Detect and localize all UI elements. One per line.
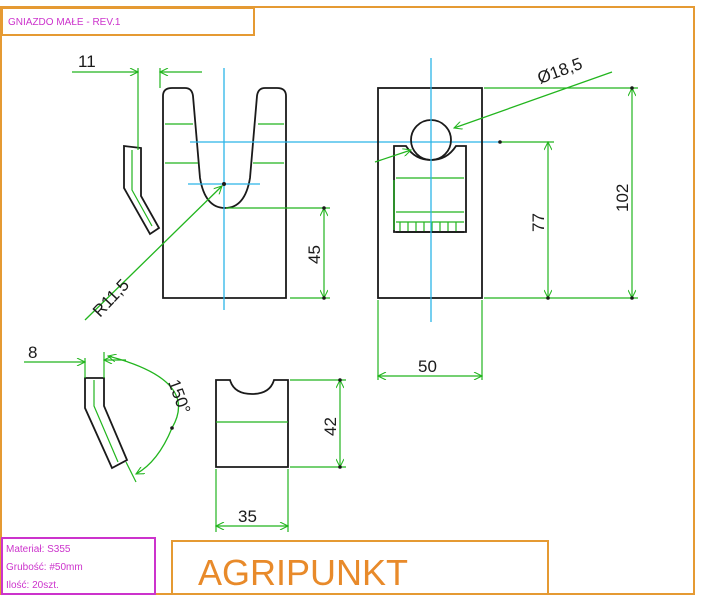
- brand-name: AGRIPUNKT: [198, 552, 408, 593]
- dim-height-inner: 77: [529, 213, 548, 232]
- bend-detail-outline: [84, 377, 129, 470]
- dim-top-gap: 11: [78, 52, 96, 71]
- diameter-leader: [454, 71, 613, 128]
- front-view: 11 R11,5 45: [72, 52, 500, 321]
- side-view: Ø18,5 102 77 50: [374, 54, 638, 380]
- side-view-slot: [393, 145, 467, 233]
- quantity-spec: Ilość: 20szt.: [6, 580, 59, 591]
- bottom-part-outline: [215, 379, 289, 468]
- front-view-inner-left: [165, 123, 198, 164]
- dim-height-total: 102: [613, 184, 632, 212]
- title-box: [1, 7, 255, 36]
- material-block: [1, 537, 156, 595]
- dim-bend-offset: 8: [28, 343, 37, 362]
- side-view-outline: [377, 87, 483, 299]
- side-view-hatch: [396, 221, 464, 232]
- brand-block: [171, 540, 549, 595]
- dim-part-height: 42: [321, 417, 340, 436]
- radius-leader: [84, 186, 222, 321]
- bend-detail: 8 150°: [24, 343, 194, 483]
- front-view-inner-right: [253, 123, 284, 164]
- dim-bend-angle: 150°: [164, 377, 194, 417]
- drawing-title: GNIAZDO MAŁE - REV.1: [8, 17, 121, 28]
- bottom-part: 42 35: [216, 378, 346, 532]
- dim-diameter: Ø18,5: [535, 54, 585, 88]
- dim-slot-height: 45: [305, 245, 324, 264]
- dim-part-width: 35: [238, 507, 257, 526]
- dim-width-side: 50: [418, 357, 437, 376]
- bend-angle-arc: [108, 356, 180, 475]
- thickness-spec: Grubość: #50mm: [6, 562, 83, 573]
- material-spec: Materiał: S355: [6, 544, 71, 555]
- front-view-side-tab: [123, 144, 161, 236]
- dim-radius: R11,5: [89, 276, 133, 321]
- front-view-outline: [162, 87, 287, 299]
